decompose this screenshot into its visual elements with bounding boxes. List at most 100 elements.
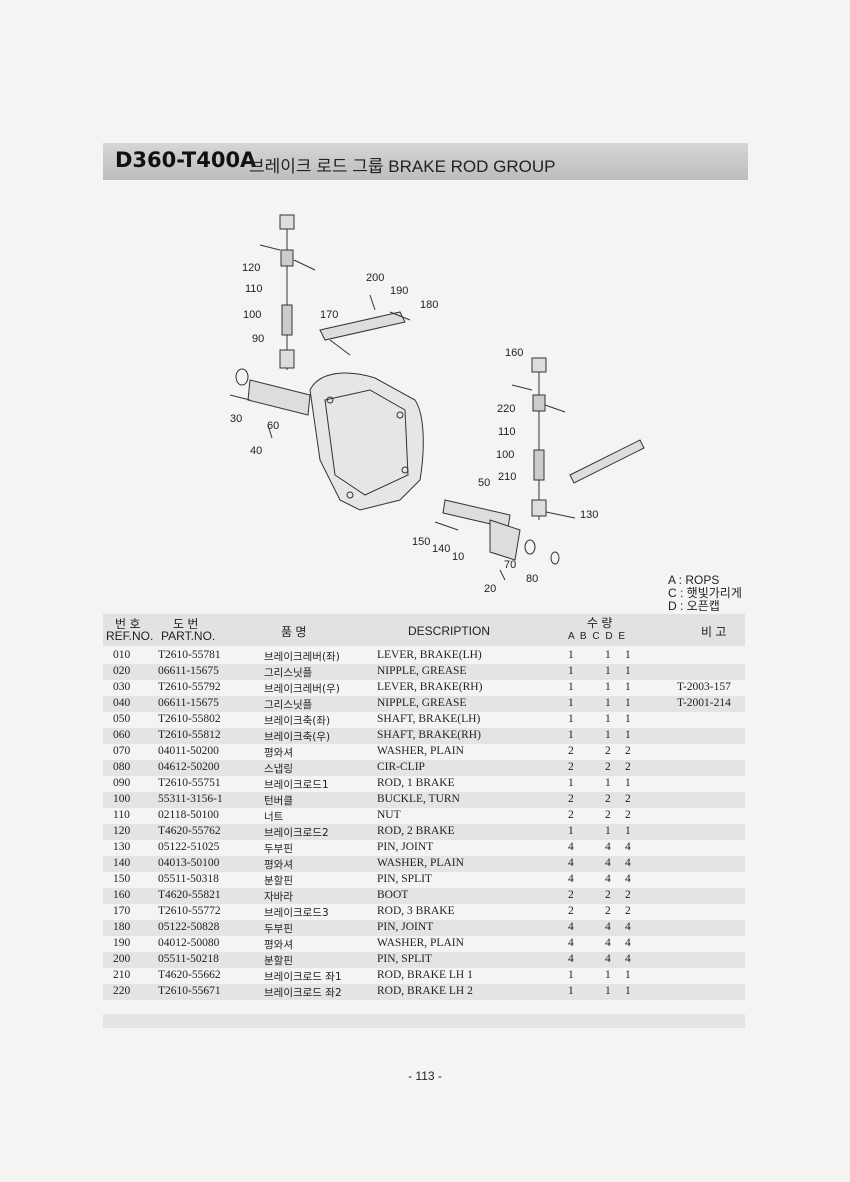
header-part-en: PART.NO. — [161, 629, 216, 643]
cell-description: PIN, JOINT — [377, 921, 434, 933]
cell-name-kr: 너트 — [264, 811, 284, 823]
cell-qty-a: 1 — [568, 665, 574, 677]
cell-part-no: 55311-3156-1 — [158, 793, 223, 805]
cell-ref-no: 210 — [113, 969, 131, 981]
cell-description: BUCKLE, TURN — [377, 793, 460, 805]
cell-qty-c: 1 — [605, 729, 611, 741]
cell-part-no: T2610-55751 — [158, 777, 221, 789]
cell-qty-c: 2 — [605, 793, 611, 805]
cell-qty-d: 1 — [625, 825, 631, 837]
cell-qty-c: 1 — [605, 985, 611, 997]
cell-qty-a: 1 — [568, 729, 574, 741]
cell-name-kr: 브레이크로드1 — [264, 779, 329, 791]
cell-qty-c: 1 — [605, 697, 611, 709]
cell-name-kr: 그리스닛플 — [264, 667, 313, 679]
cell-ref-no: 100 — [113, 793, 131, 805]
cell-part-no: T2610-55772 — [158, 905, 221, 917]
cell-qty-d: 4 — [625, 953, 631, 965]
cell-qty-d: 1 — [625, 713, 631, 725]
cell-description: PIN, JOINT — [377, 841, 434, 853]
cell-qty-d: 1 — [625, 969, 631, 981]
cell-ref-no: 220 — [113, 985, 131, 997]
callout-label: 20 — [484, 583, 496, 595]
cell-description: SHAFT, BRAKE(RH) — [377, 729, 481, 741]
cell-name-kr: 분할핀 — [264, 875, 293, 887]
callout-label: 170 — [320, 309, 338, 321]
cell-part-no: 06611-15675 — [158, 665, 219, 677]
cell-name-kr: 분할핀 — [264, 955, 293, 967]
cell-qty-a: 2 — [568, 745, 574, 757]
cell-qty-d: 2 — [625, 761, 631, 773]
header-note-kr: 비 고 — [701, 625, 727, 639]
callout-label: 120 — [242, 262, 260, 274]
cell-qty-d: 1 — [625, 681, 631, 693]
cell-description: CIR-CLIP — [377, 761, 425, 773]
cell-part-no: 04013-50100 — [158, 857, 220, 869]
cell-qty-c: 4 — [605, 857, 611, 869]
cell-part-no: 06611-15675 — [158, 697, 219, 709]
cell-part-no: 05511-50218 — [158, 953, 219, 965]
cell-description: LEVER, BRAKE(RH) — [377, 681, 483, 693]
callout-label: 180 — [420, 299, 438, 311]
cell-name-kr: 두부핀 — [264, 843, 293, 855]
cell-qty-d: 1 — [625, 697, 631, 709]
header-ref-kr: 번 호 — [115, 617, 141, 631]
cell-part-no: T2610-55812 — [158, 729, 221, 741]
cell-name-kr: 평와셔 — [264, 859, 293, 871]
cell-qty-d: 1 — [625, 649, 631, 661]
cell-ref-no: 040 — [113, 697, 131, 709]
callout-label: 130 — [580, 509, 598, 521]
cell-qty-a: 4 — [568, 873, 574, 885]
cell-name-kr: 브레이크로드 좌1 — [264, 971, 342, 983]
section-code: D360-T400A — [115, 148, 257, 172]
table-footer-band — [103, 1014, 745, 1028]
cell-qty-c: 4 — [605, 841, 611, 853]
cell-qty-a: 1 — [568, 649, 574, 661]
cell-part-no: 05511-50318 — [158, 873, 219, 885]
cell-qty-c: 4 — [605, 953, 611, 965]
callout-label: 40 — [250, 445, 262, 457]
cell-qty-d: 1 — [625, 777, 631, 789]
cell-ref-no: 200 — [113, 953, 131, 965]
cell-qty-c: 4 — [605, 937, 611, 949]
cell-part-no: T4620-55762 — [158, 825, 221, 837]
cell-qty-a: 1 — [568, 825, 574, 837]
cell-qty-a: 2 — [568, 905, 574, 917]
cell-qty-c: 4 — [605, 921, 611, 933]
cell-qty-a: 4 — [568, 921, 574, 933]
cell-qty-c: 1 — [605, 665, 611, 677]
cell-name-kr: 브레이크레버(우) — [264, 683, 340, 695]
callout-label: 50 — [478, 477, 490, 489]
cell-ref-no: 030 — [113, 681, 131, 693]
cell-name-kr: 평와셔 — [264, 939, 293, 951]
cell-qty-a: 1 — [568, 777, 574, 789]
cell-qty-a: 4 — [568, 841, 574, 853]
cell-note: T-2003-157 — [677, 681, 731, 693]
cell-ref-no: 020 — [113, 665, 131, 677]
callout-label: 150 — [412, 536, 430, 548]
legend-item: D : 오픈캡 — [668, 599, 720, 613]
callout-label: 100 — [496, 449, 514, 461]
cell-qty-d: 4 — [625, 857, 631, 869]
cell-part-no: T2610-55802 — [158, 713, 221, 725]
cell-name-kr: 브레이크로드2 — [264, 827, 329, 839]
cell-ref-no: 190 — [113, 937, 131, 949]
section-header: D360-T400A 브레이크 로드 그룹 BRAKE ROD GROUP — [103, 143, 748, 180]
cell-ref-no: 080 — [113, 761, 131, 773]
cell-part-no: T4620-55821 — [158, 889, 221, 901]
cell-description: NIPPLE, GREASE — [377, 665, 467, 677]
cell-qty-c: 1 — [605, 681, 611, 693]
